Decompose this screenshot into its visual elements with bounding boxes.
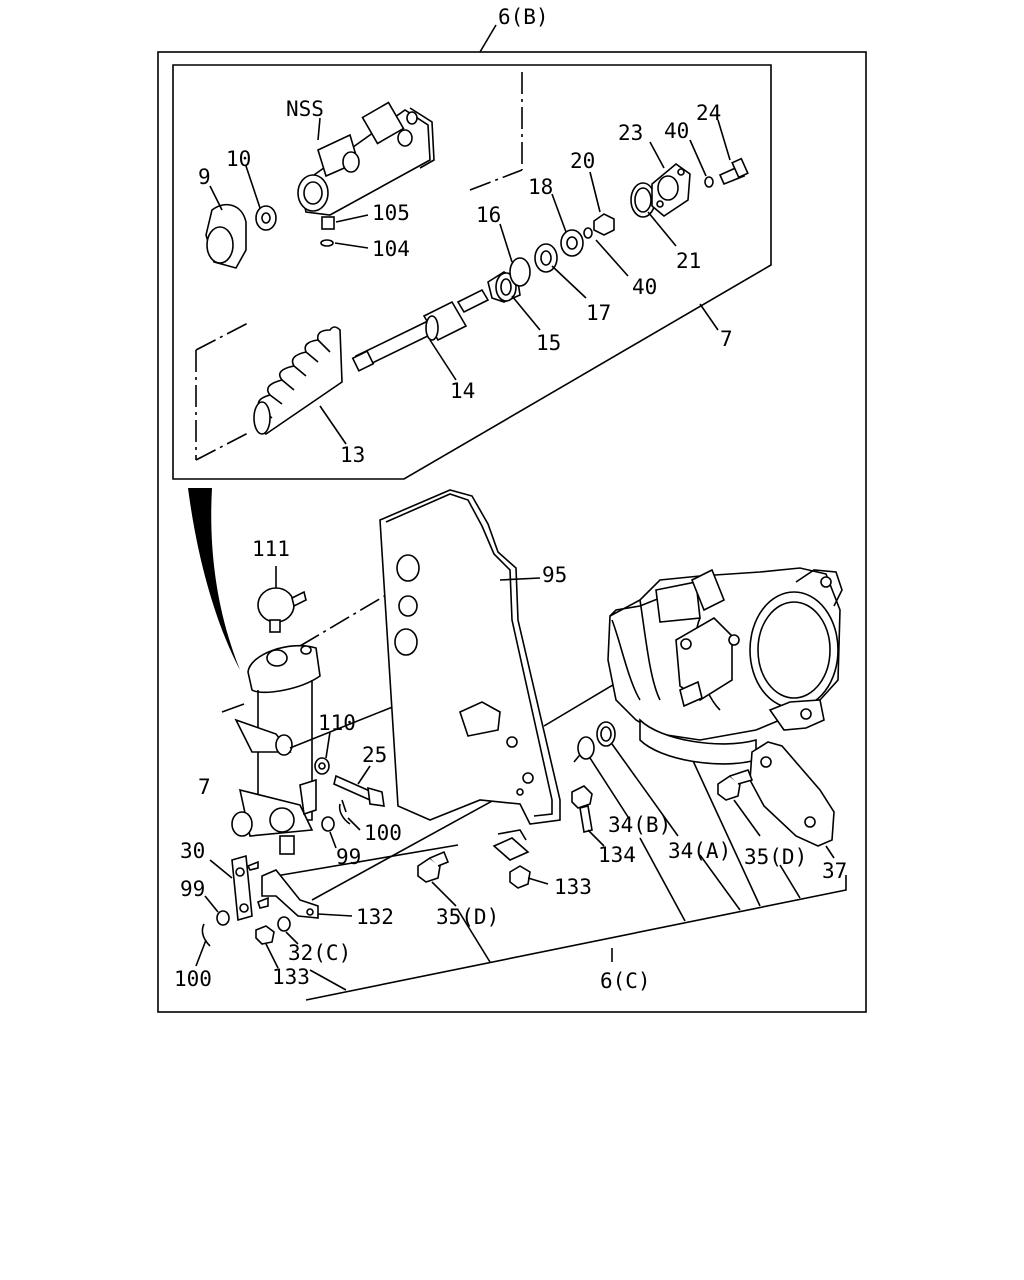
label-37: 37 [822, 859, 847, 883]
label-20: 20 [570, 149, 595, 173]
nut-133-lower [255, 925, 275, 945]
label-6c: 6(C) [600, 969, 651, 993]
label-35d-right: 35(D) [744, 845, 807, 869]
washer-32c [277, 916, 291, 932]
label-99-upper: 99 [336, 845, 361, 869]
label-111: 111 [252, 537, 290, 561]
label-100-upper: 100 [364, 821, 402, 845]
label-13: 13 [340, 443, 365, 467]
washer-40-upper [704, 176, 714, 188]
label-99-lower: 99 [180, 877, 205, 901]
washer-40-lower [583, 227, 593, 239]
washer-99-lower [216, 910, 230, 926]
label-104: 104 [372, 237, 410, 261]
nut-20 [593, 213, 615, 236]
outer-frame [157, 51, 867, 1013]
label-40-upper: 40 [664, 119, 689, 143]
ring-34b [577, 736, 595, 760]
label-17: 17 [586, 301, 611, 325]
master-cylinder-body [297, 101, 435, 216]
label-105: 105 [372, 201, 410, 225]
bolt-134 [571, 785, 593, 833]
bolt-35d-right [717, 769, 754, 801]
label-40-lower: 40 [632, 275, 657, 299]
label-110: 110 [318, 711, 356, 735]
breather-111 [257, 587, 307, 633]
plate-30 [231, 854, 259, 922]
flange-23 [651, 162, 691, 217]
label-9: 9 [198, 165, 211, 189]
label-134: 134 [598, 843, 636, 867]
clip-134 [492, 837, 530, 861]
label-133-lower: 133 [272, 965, 310, 989]
bracket-95 [379, 489, 561, 825]
label-10: 10 [226, 147, 251, 171]
label-18: 18 [528, 175, 553, 199]
label-35d-left: 35(D) [436, 905, 499, 929]
label-21: 21 [676, 249, 701, 273]
gasket-37 [749, 741, 835, 847]
bottom-bracket [305, 875, 847, 1001]
pin-100-upper [338, 799, 351, 825]
boot-9 [205, 203, 247, 269]
bolt-25 [333, 774, 385, 807]
pushrod-14 [351, 288, 490, 372]
label-nss: NSS [286, 97, 324, 121]
clutch-housing [607, 567, 843, 765]
label-6b: 6(B) [498, 5, 549, 29]
label-24: 24 [696, 101, 721, 125]
label-23: 23 [618, 121, 643, 145]
pin-100-lower [201, 923, 211, 947]
label-32c: 32(C) [288, 941, 351, 965]
bolt-35d-left [417, 850, 450, 883]
label-14: 14 [450, 379, 475, 403]
label-34a: 34(A) [668, 839, 731, 863]
label-34b: 34(B) [608, 813, 671, 837]
inner-frame [172, 64, 772, 480]
bracket-132 [257, 869, 319, 919]
bolt-24 [718, 157, 749, 186]
label-7-upper: 7 [720, 327, 733, 351]
nut-133-upper [509, 865, 531, 889]
label-133-upper: 133 [554, 875, 592, 899]
label-132: 132 [356, 905, 394, 929]
label-7-lower: 7 [198, 775, 211, 799]
label-25: 25 [362, 743, 387, 767]
label-15: 15 [536, 331, 561, 355]
label-16: 16 [476, 203, 501, 227]
washer-99-upper [321, 816, 335, 832]
label-100-lower: 100 [174, 967, 212, 991]
ring-16 [509, 257, 531, 287]
curved-arrow-icon [188, 488, 240, 670]
slave-cylinder-7 [231, 644, 321, 855]
label-30: 30 [180, 839, 205, 863]
spring-13 [253, 326, 343, 435]
label-95: 95 [542, 563, 567, 587]
